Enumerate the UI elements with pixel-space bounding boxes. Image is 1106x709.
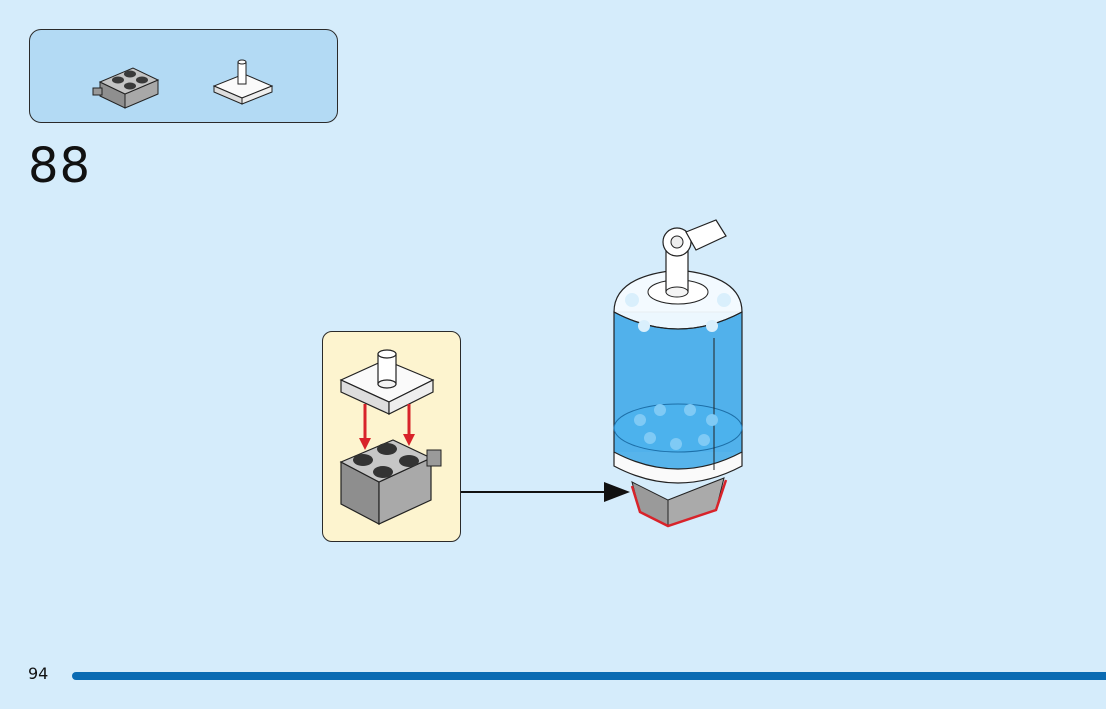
red-placement-arrows (359, 404, 415, 450)
page-number: 94 (28, 664, 49, 683)
trans-blue-cylinder (613, 311, 743, 470)
white-pin-with-clip (662, 219, 727, 298)
sub-assembly-callout (322, 331, 461, 542)
sub-assembly-illustration (339, 349, 442, 525)
gray-brick-base (630, 477, 728, 528)
white-plate-with-pin-icon (212, 59, 274, 105)
gray-2x2-brick-with-clip-icon (339, 439, 442, 525)
gray-2x2-brick-with-clip-icon (92, 67, 160, 109)
parts-list-box (29, 29, 338, 123)
page-footer-bar (72, 672, 1106, 680)
step-number: 88 (28, 138, 92, 194)
white-plate-with-pin-icon (339, 349, 435, 415)
